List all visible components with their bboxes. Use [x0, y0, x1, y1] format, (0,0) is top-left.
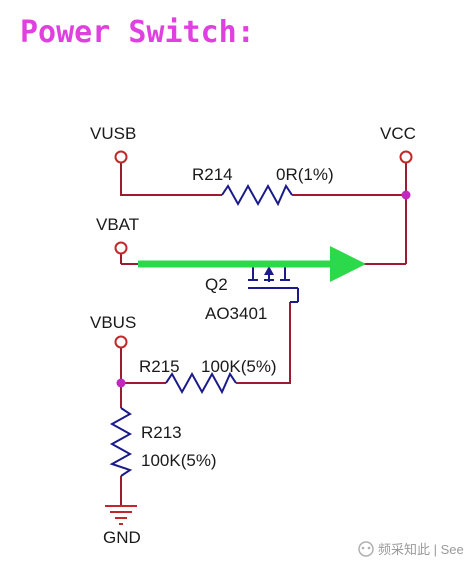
current-flow-arrowhead — [330, 246, 366, 282]
net-label-vusb: VUSB — [90, 124, 136, 143]
watermark-text: 频采知此 | See — [378, 542, 464, 557]
junction-vcc — [401, 190, 411, 200]
net-label-vcc: VCC — [380, 124, 416, 143]
terminal-vbus — [114, 335, 128, 349]
resistor-r214 — [221, 183, 293, 207]
r215-value: 100K(5%) — [201, 357, 277, 376]
net-label-gnd: GND — [103, 528, 141, 547]
schematic-title: Power Switch: — [20, 15, 255, 50]
q2-part: AO3401 — [205, 304, 267, 323]
watermark: 频采知此 | See — [358, 541, 464, 557]
r215-ref: R215 — [139, 357, 180, 376]
resistor-r215 — [165, 371, 237, 395]
net-label-vbus: VBUS — [90, 313, 136, 332]
watermark-icon — [358, 541, 374, 557]
terminal-vusb — [114, 150, 128, 164]
wire-gate — [236, 302, 291, 384]
mosfet-body-arrow — [264, 266, 274, 275]
junction-vbus — [116, 378, 126, 388]
q2-ref: Q2 — [205, 275, 228, 294]
r214-value: 0R(1%) — [276, 165, 334, 184]
terminal-vbat — [114, 241, 128, 255]
net-label-vbat: VBAT — [96, 215, 139, 234]
r214-ref: R214 — [192, 165, 233, 184]
r213-ref: R213 — [141, 423, 182, 442]
terminals — [114, 150, 413, 349]
mosfet-q2 — [248, 264, 299, 303]
terminal-vcc — [399, 150, 413, 164]
resistor-r213 — [109, 407, 133, 477]
wire-vusb — [120, 163, 222, 196]
ground-icon — [105, 505, 137, 525]
r213-value: 100K(5%) — [141, 451, 217, 470]
